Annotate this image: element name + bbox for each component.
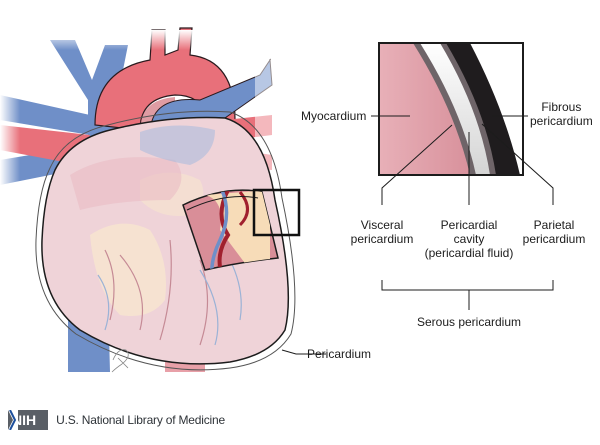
leader-lines	[281, 115, 554, 355]
cardiac-vein	[209, 190, 229, 270]
inset-frame	[378, 42, 524, 176]
coronary-artery	[217, 190, 231, 270]
label-visceral-pericardium: Visceral pericardium	[347, 218, 417, 246]
serous-bracket	[381, 280, 554, 291]
nih-logo-text: NIH	[12, 412, 37, 428]
nlm-org-name: U.S. National Library of Medicine	[56, 413, 225, 427]
label-serous-pericardium: Serous pericardium	[416, 315, 522, 329]
pericardium-sac	[35, 110, 296, 371]
label-pericardium: Pericardium	[307, 347, 372, 361]
leader-pericardium	[281, 349, 326, 355]
nih-logo: NIH	[8, 410, 49, 430]
label-fibrous-line1: Fibrous	[541, 100, 582, 114]
label-parietal-line2: pericardium	[522, 232, 586, 246]
label-parietal-pericardium: Parietal pericardium	[518, 218, 590, 246]
footer-nlm: NIH U.S. National Library of Medicine	[8, 410, 225, 430]
label-cavity-line2: cavity	[453, 232, 485, 246]
heart	[35, 110, 296, 371]
fat-tissue	[90, 223, 166, 316]
atrium-region	[70, 157, 182, 210]
label-myocardium: Myocardium	[301, 109, 367, 123]
nih-chevron-icon	[8, 410, 18, 430]
inset-layers	[378, 42, 524, 176]
label-cavity-line3: (pericardial fluid)	[424, 246, 514, 260]
coronary-vessels	[104, 239, 209, 346]
label-visceral-line2: pericardium	[350, 232, 414, 246]
label-visceral-line1: Visceral	[360, 218, 404, 232]
label-cavity-line1: Pericardial	[440, 218, 498, 232]
label-fibrous-pericardium: Fibrous pericardium	[530, 100, 593, 128]
zoom-indicator-box	[252, 188, 301, 237]
label-pericardial-cavity: Pericardial cavity (pericardial fluid)	[419, 218, 519, 260]
pulmonary-vein-left-upper	[0, 95, 90, 135]
label-parietal-line1: Parietal	[533, 218, 575, 232]
leader-visceral	[381, 124, 453, 205]
pulmonary-overlay	[140, 125, 215, 165]
leader-parietal	[481, 123, 554, 205]
label-fibrous-line2: pericardium	[530, 114, 593, 128]
artist-signature	[111, 349, 129, 373]
